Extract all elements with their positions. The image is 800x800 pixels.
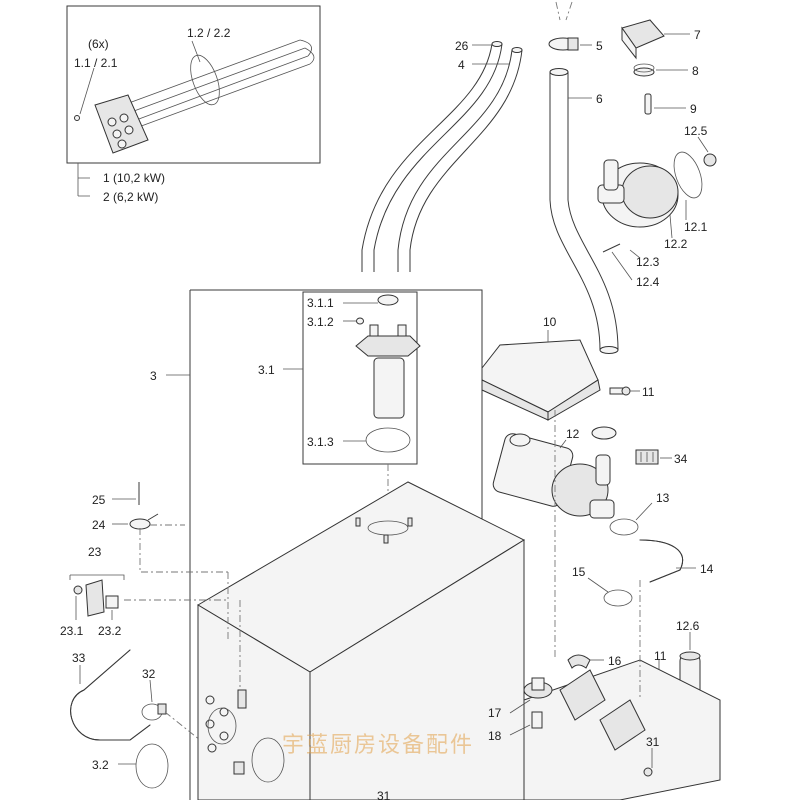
label-23-2: 23.2: [98, 624, 122, 638]
label-32: 32: [142, 667, 156, 681]
heating-element-inset: (6x) 1.2 / 2.2 1.1 / 2.1 1 (10,2 kW) 2 (…: [66, 5, 321, 204]
label-11-b: 11: [654, 649, 667, 663]
heating-element-drawing: [74, 39, 315, 154]
hose-33: [70, 649, 151, 741]
label-13: 13: [656, 491, 670, 505]
label-12-3: 12.3: [636, 255, 660, 269]
label-14: 14: [700, 562, 714, 576]
label-34: 34: [674, 452, 688, 466]
clip-24: [129, 513, 159, 530]
label-12-2: 12.2: [664, 237, 688, 251]
gasket-3-2: [135, 743, 169, 789]
inset-frame: [66, 5, 321, 164]
circulation-pump-12: [492, 426, 617, 519]
label-12-1: 12.1: [684, 220, 708, 234]
label-12-4: 12.4: [636, 275, 660, 289]
part-8-spring: [633, 63, 655, 77]
drain-pump-assembly: [597, 151, 717, 253]
group-3-1-frame: [302, 291, 418, 465]
label-18: 18: [488, 729, 502, 743]
label-8: 8: [692, 64, 699, 78]
label-3-2: 3.2: [92, 758, 109, 772]
screw-11: [609, 386, 631, 396]
hose-6: [549, 68, 619, 354]
part-7-housing: [621, 19, 665, 60]
part-9-pin: [644, 93, 652, 115]
label-31-b: 31: [377, 789, 391, 800]
clamp-32: [141, 703, 167, 721]
thermostat-23: [73, 579, 119, 617]
label-23: 23: [88, 545, 102, 559]
label-15: 15: [572, 565, 586, 579]
hose-26-4: [361, 41, 523, 272]
label-23-1: 23.1: [60, 624, 84, 638]
part-16: [567, 654, 591, 669]
clamp-13: [609, 518, 639, 536]
label-6: 6: [596, 92, 603, 106]
pressure-switch-17: [523, 677, 553, 729]
label-7: 7: [694, 28, 701, 42]
label-9: 9: [690, 102, 697, 116]
label-11-a: 11: [642, 385, 655, 399]
label-12: 12: [566, 427, 580, 441]
clamp-5: [548, 1, 579, 51]
label-1-2-2-2: 1.2 / 2.2: [187, 26, 231, 40]
label-3-1-3: 3.1.3: [307, 435, 334, 449]
connector-34: [635, 449, 659, 465]
part-3-1-heater-flange: [355, 294, 421, 453]
label-3-1: 3.1: [258, 363, 275, 377]
cover-10: [481, 339, 601, 421]
label-16: 16: [608, 654, 622, 668]
base-plate-31: [523, 659, 721, 800]
quantity-note: (6x): [88, 37, 109, 51]
label-31-a: 31: [646, 735, 660, 749]
label-3-1-2: 3.1.2: [307, 315, 334, 329]
label-variant-2: 2 (6,2 kW): [103, 190, 158, 204]
label-24: 24: [92, 518, 106, 532]
label-5: 5: [596, 39, 603, 53]
label-4: 4: [458, 58, 465, 72]
label-1-1-2-1: 1.1 / 2.1: [74, 56, 118, 70]
label-3-1-1: 3.1.1: [307, 296, 334, 310]
label-25: 25: [92, 493, 106, 507]
label-10: 10: [543, 315, 557, 329]
label-12-5: 12.5: [684, 124, 708, 138]
tank-body: [197, 481, 526, 800]
clamp-15: [603, 589, 633, 607]
label-33: 33: [72, 651, 86, 665]
label-variant-1: 1 (10,2 kW): [103, 171, 165, 185]
label-26: 26: [455, 39, 469, 53]
label-17: 17: [488, 706, 502, 720]
hose-14: [639, 539, 683, 583]
label-12-6: 12.6: [676, 619, 700, 633]
label-3: 3: [150, 369, 157, 383]
watermark-logo: 宇蓝厨房设备配件: [282, 733, 474, 758]
